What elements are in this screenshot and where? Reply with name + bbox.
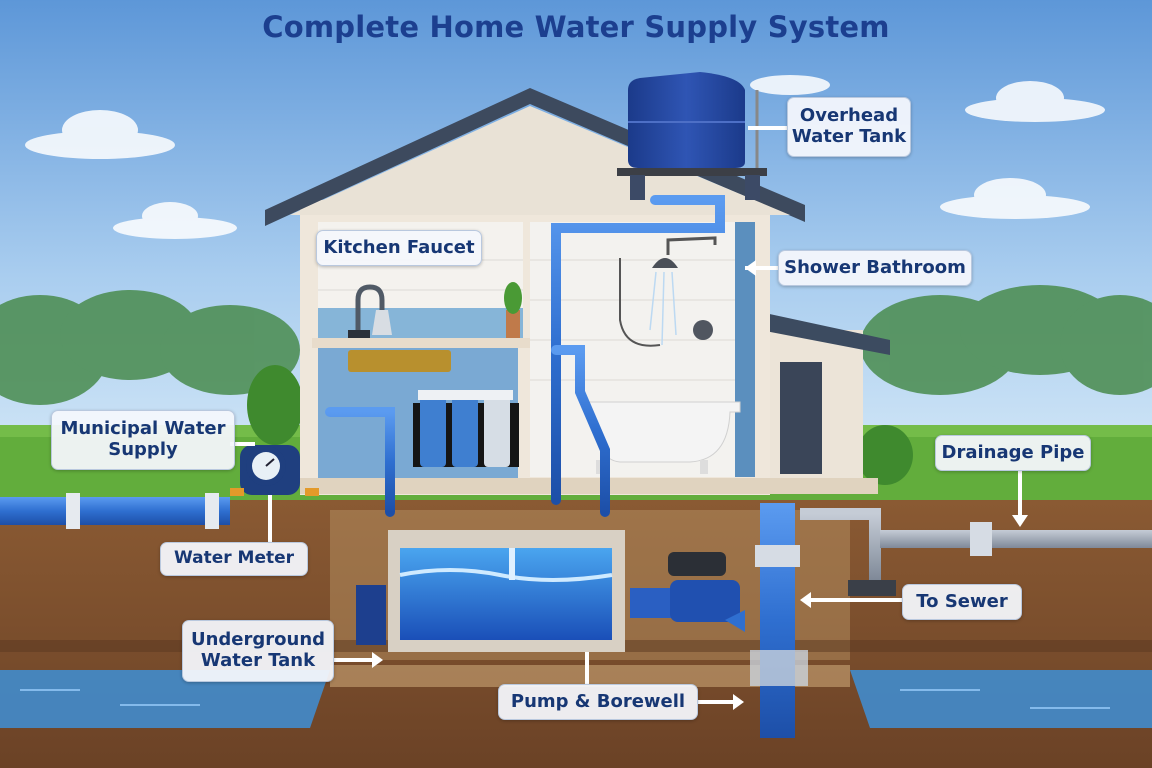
label-overhead-line1: Overhead bbox=[799, 105, 899, 127]
overhead-tank-graphic bbox=[617, 72, 767, 200]
label-municipal-water-supply: Municipal Water Supply bbox=[51, 410, 235, 470]
arrow-icon bbox=[372, 260, 1028, 710]
pump-icon bbox=[630, 552, 745, 632]
label-underground-line1: Underground bbox=[190, 629, 326, 651]
label-overhead-water-tank: Overhead Water Tank bbox=[787, 97, 911, 157]
cloud-icon bbox=[25, 75, 1105, 239]
label-overhead-line2: Water Tank bbox=[791, 126, 907, 147]
label-water-meter: Water Meter bbox=[160, 542, 308, 576]
label-shower-bathroom: Shower Bathroom bbox=[778, 250, 972, 286]
underground-tank-graphic bbox=[356, 530, 625, 652]
label-drainage-pipe: Drainage Pipe bbox=[935, 435, 1091, 471]
faucet-icon bbox=[355, 284, 385, 335]
borewell-icon bbox=[750, 503, 808, 738]
label-to-sewer: To Sewer bbox=[902, 584, 1022, 620]
label-kitchen-faucet: Kitchen Faucet bbox=[316, 230, 482, 266]
diagram-title: Complete Home Water Supply System bbox=[262, 10, 890, 44]
label-pump-borewell: Pump & Borewell bbox=[498, 684, 698, 720]
label-underground-water-tank: Underground Water Tank bbox=[182, 620, 334, 682]
water-meter-icon bbox=[230, 445, 319, 496]
shower-head-icon bbox=[652, 258, 678, 268]
label-municipal-line1: Municipal Water bbox=[60, 418, 226, 440]
label-municipal-line2: Supply bbox=[108, 439, 178, 460]
drainage-pipe-graphic bbox=[800, 508, 1152, 596]
label-underground-line2: Water Tank bbox=[200, 650, 316, 671]
